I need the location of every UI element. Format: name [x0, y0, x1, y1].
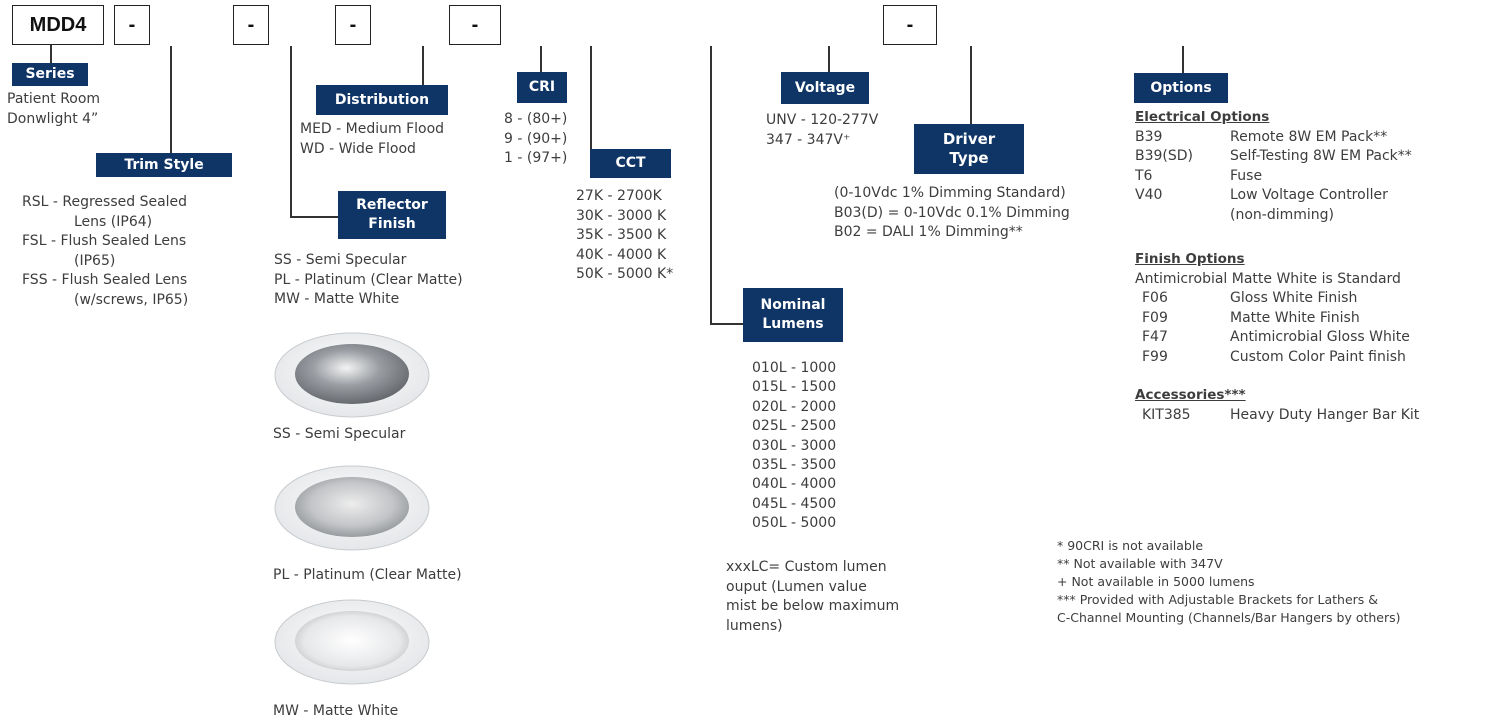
- footnotes: * 90CRI is not available ** Not availabl…: [1057, 538, 1401, 625]
- matte-white-reflector-image: [273, 597, 431, 687]
- finish-options: Finish Options Antimicrobial Matte White…: [1135, 250, 1410, 367]
- options-header: Options: [1134, 73, 1228, 103]
- list-item: B39(SD)Self-Testing 8W EM Pack**: [1135, 148, 1412, 164]
- code-box-trim: -: [114, 5, 150, 45]
- code-box-cri-cct: -: [449, 5, 501, 45]
- accessories-title: Accessories***: [1135, 387, 1246, 403]
- connector-line: [710, 323, 743, 325]
- semi-specular-caption: SS - Semi Specular: [273, 426, 406, 442]
- reflector-finish-list: SS - Semi Specular PL - Platinum (Clear …: [274, 252, 463, 307]
- connector-line: [540, 46, 542, 72]
- trim-style-header: Trim Style: [96, 153, 232, 177]
- matte-white-caption: MW - Matte White: [273, 703, 399, 719]
- voltage-list: UNV - 120-277V 347 - 347V⁺: [766, 112, 879, 148]
- finish-standard: Antimicrobial Matte White is Standard: [1135, 270, 1401, 287]
- nominal-lumens-header: Nominal Lumens: [743, 288, 843, 342]
- connector-line: [828, 46, 830, 72]
- cri-list: 8 - (80+) 9 - (90+) 1 - (97+): [504, 111, 568, 166]
- connector-line: [970, 46, 972, 124]
- nominal-lumens-list: 010L - 1000 015L - 1500 020L - 2000 025L…: [752, 360, 837, 532]
- connector-line: [710, 46, 712, 324]
- connector-line: [590, 46, 592, 164]
- reflector-finish-header: Reflector Finish: [338, 191, 446, 239]
- code-box-series: MDD4: [12, 5, 104, 45]
- connector-line: [1182, 46, 1184, 73]
- cri-header: CRI: [517, 72, 567, 103]
- semi-specular-reflector-image: [273, 330, 431, 420]
- platinum-reflector-image: [273, 463, 431, 553]
- driver-type-header: Driver Type: [914, 124, 1024, 174]
- custom-lumens-note: xxxLC= Custom lumen ouput (Lumen value m…: [726, 559, 900, 634]
- platinum-caption: PL - Platinum (Clear Matte): [273, 567, 462, 583]
- connector-line: [422, 46, 424, 85]
- connector-line: [50, 45, 52, 63]
- list-item: FSS - Flush Sealed Lens(w/screws, IP65): [22, 272, 189, 308]
- cct-list: 27K - 2700K 30K - 3000 K 35K - 3500 K 40…: [576, 188, 674, 282]
- code-box-distribution: -: [335, 5, 371, 45]
- series-description: Patient Room Donwlight 4”: [7, 91, 101, 127]
- code-box-reflector: -: [233, 5, 269, 45]
- code-box-voltage-driver: -: [883, 5, 937, 45]
- series-header: Series: [12, 63, 88, 86]
- connector-line: [290, 46, 292, 217]
- driver-type-list: (0-10Vdc 1% Dimming Standard) B03(D) = 0…: [834, 185, 1070, 240]
- connector-line: [170, 46, 172, 153]
- distribution-list: MED - Medium Flood WD - Wide Flood: [300, 121, 445, 157]
- electrical-options-title: Electrical Options: [1135, 109, 1270, 125]
- connector-line: [290, 216, 338, 218]
- list-item: (non-dimming): [1230, 206, 1334, 223]
- list-item: FSL - Flush Sealed Lens(IP65): [22, 233, 187, 269]
- finish-options-title: Finish Options: [1135, 251, 1245, 267]
- cct-header: CCT: [590, 149, 671, 178]
- distribution-header: Distribution: [316, 85, 448, 115]
- voltage-header: Voltage: [781, 72, 869, 104]
